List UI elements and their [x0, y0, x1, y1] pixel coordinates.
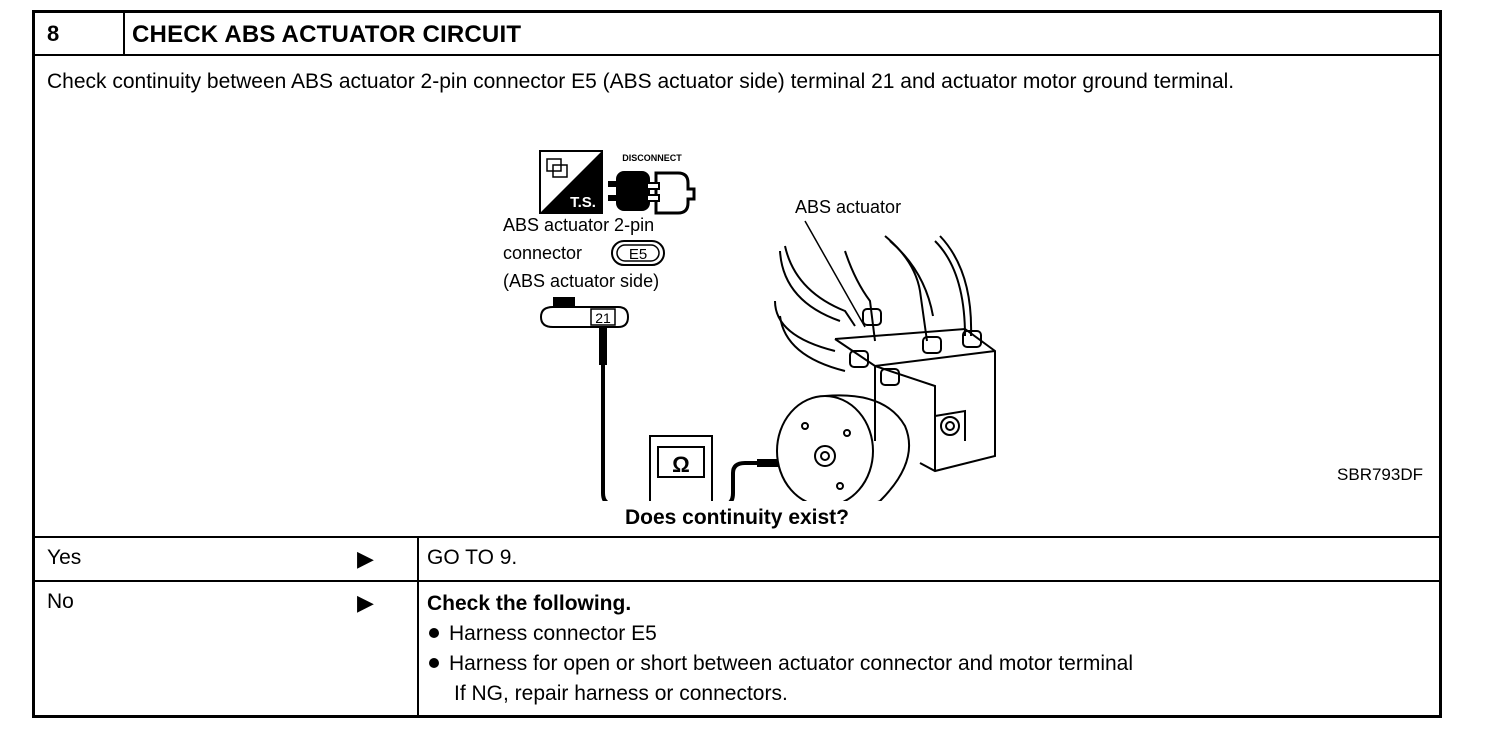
ts-label: T.S.	[570, 194, 596, 211]
no-item-2: Harness for open or short between actuat…	[449, 652, 1134, 675]
ohmmeter: Ω	[649, 435, 713, 501]
connector-id: E5	[629, 246, 647, 263]
ohm-symbol: Ω	[672, 452, 690, 477]
answer-row-yes: Yes ▶ GO TO 9.	[35, 538, 1439, 582]
connector-label-line3: (ABS actuator side)	[503, 271, 659, 291]
connector-label-line2: connector	[503, 243, 582, 263]
continuity-question: Does continuity exist?	[624, 506, 850, 529]
list-item: Harness connector E5	[427, 622, 657, 646]
list-item: Harness for open or short between actuat…	[427, 652, 1133, 676]
bullet-icon	[429, 657, 439, 668]
wiring-diagram: T.S. DISCONNECT ABS actuator 2-pin conne…	[503, 150, 996, 501]
connector-label-line1: ABS actuator 2-pin	[503, 215, 654, 235]
disconnect-icon: DISCONNECT	[608, 153, 696, 215]
ts-icon: T.S.	[539, 150, 603, 214]
no-label: No	[47, 590, 74, 613]
yes-action: GO TO 9.	[427, 546, 518, 569]
step-number: 8	[47, 21, 60, 46]
abs-actuator-drawing	[774, 235, 996, 501]
no-heading: Check the following.	[427, 592, 632, 615]
terminal-number: 21	[595, 310, 611, 326]
no-divider	[417, 582, 419, 715]
yes-label: Yes	[47, 546, 82, 569]
connector-e5: 21	[539, 297, 630, 328]
bullet-icon	[429, 627, 439, 638]
step-instruction: Check continuity between ABS actuator 2-…	[47, 70, 1235, 93]
step-header: 8 CHECK ABS ACTUATOR CIRCUIT	[35, 13, 1439, 56]
no-note: If NG, repair harness or connectors.	[454, 682, 788, 705]
answer-row-no: No ▶ Check the following. Harness connec…	[35, 582, 1439, 715]
yes-arrow-icon: ▶	[357, 546, 374, 571]
no-arrow-icon: ▶	[357, 590, 374, 615]
yes-divider	[417, 538, 419, 580]
disconnect-label: DISCONNECT	[622, 153, 682, 163]
diagnostic-step-table: 8 CHECK ABS ACTUATOR CIRCUIT Check conti…	[32, 10, 1442, 718]
connector-id-badge	[611, 240, 665, 266]
header-divider	[123, 13, 125, 54]
step-body: Check continuity between ABS actuator 2-…	[35, 56, 1439, 538]
figure-code: SBR793DF	[1337, 465, 1423, 484]
actuator-label: ABS actuator	[795, 197, 901, 217]
step-title: CHECK ABS ACTUATOR CIRCUIT	[132, 21, 522, 48]
no-item-1: Harness connector E5	[449, 622, 657, 645]
